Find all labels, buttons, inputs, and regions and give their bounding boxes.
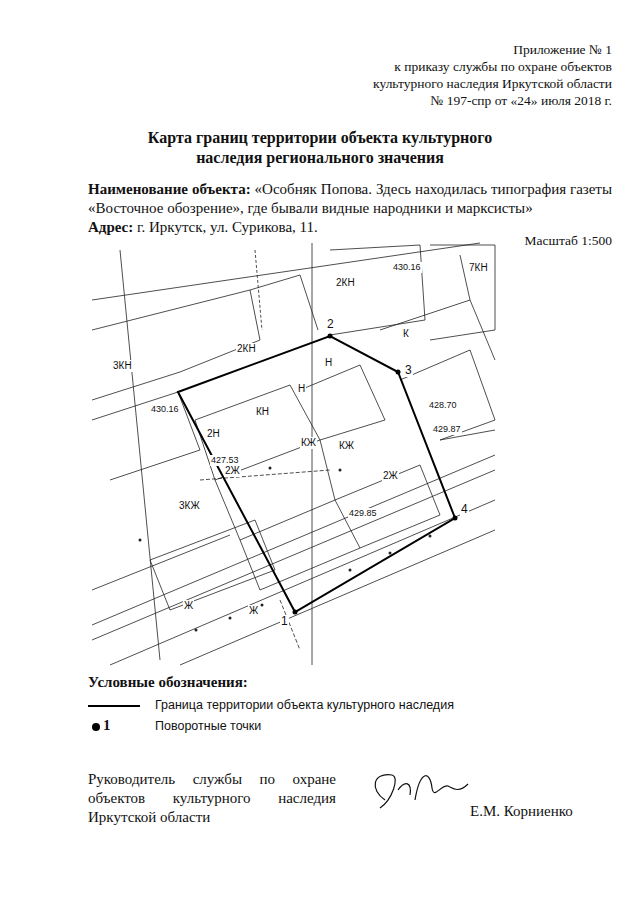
signatory-name: Е.М. Корниенко: [470, 803, 573, 820]
point-number: 1: [280, 615, 289, 628]
signature: [375, 775, 468, 808]
appendix-header: Приложение № 1: [513, 42, 612, 58]
building-label: Ж: [183, 600, 194, 612]
elevation-mark: 430.16: [150, 404, 180, 415]
point-number: 3: [404, 364, 413, 377]
point-number: 2: [326, 318, 335, 331]
building-label: 2КН: [236, 343, 257, 355]
appendix-header: к приказу службы по охране объектов: [394, 59, 612, 75]
building-label: 7КН: [468, 262, 489, 274]
legend-line-sample: [88, 705, 140, 707]
survey-dots: [139, 467, 432, 632]
scale-note: Масштаб 1:500: [525, 233, 612, 249]
legend-heading: Условные обозначения:: [88, 674, 248, 691]
field-label: Адрес:: [88, 219, 133, 235]
appendix-header: культурного наследия Иркутской области: [373, 76, 612, 92]
field-value: г. Иркутск, ул. Сурикова, 11.: [137, 219, 318, 235]
object-name: Наименование объекта: «Особняк Попова. З…: [88, 180, 612, 218]
appendix-header: № 197-спр от «24» июля 2018 г.: [430, 93, 612, 109]
building-label: 3КЖ: [178, 500, 201, 512]
legend-point-number: 1: [103, 717, 111, 734]
building-label: КН: [255, 406, 270, 418]
building-label: 2КН: [335, 277, 356, 289]
signatory-title: Руководитель службы по охране объектов к…: [88, 770, 336, 827]
legend-text: Граница территории объекта культурного н…: [155, 698, 454, 712]
building-label: 2Н: [206, 428, 221, 440]
building-label: КЖ: [300, 437, 317, 449]
elevation-mark: 430.16: [392, 262, 422, 273]
legend-dot-sample: [92, 723, 100, 731]
elevation-mark: 428.70: [428, 400, 458, 411]
field-label: Наименование объекта:: [88, 181, 251, 197]
building-label: Ж: [248, 605, 259, 617]
building-label: Н: [324, 357, 333, 369]
building-label: КЖ: [338, 440, 355, 452]
turning-points: [293, 334, 458, 615]
building-label: 2Ж: [224, 465, 241, 477]
heritage-boundary: [178, 336, 455, 612]
point-number: 4: [460, 503, 469, 516]
map-linework: [92, 243, 495, 665]
elevation-mark: 429.87: [432, 424, 462, 435]
elevation-mark: 429.85: [348, 508, 378, 519]
building-label: 2Ж: [382, 470, 399, 482]
building-label: 3КН: [112, 360, 133, 372]
map-title: Карта границ территории объекта культурн…: [120, 128, 520, 168]
building-label: К: [402, 328, 410, 340]
legend-text: Поворотные точки: [155, 719, 261, 733]
building-label: Н: [297, 383, 306, 395]
elevation-mark: 427.53: [210, 455, 240, 466]
